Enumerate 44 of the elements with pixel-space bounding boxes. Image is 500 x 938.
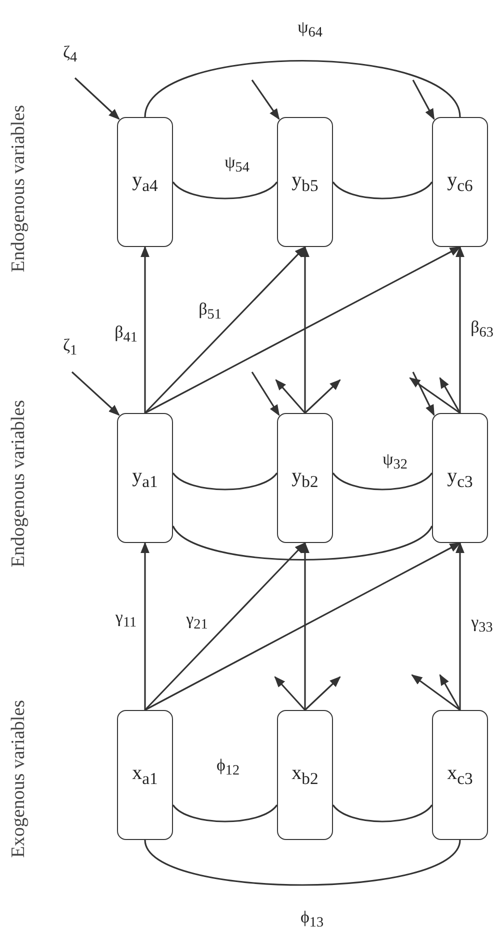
arrow xyxy=(144,246,461,414)
arrow xyxy=(144,246,306,414)
arrow xyxy=(275,379,306,414)
arrow xyxy=(251,80,280,120)
arrow xyxy=(74,77,120,120)
curved-line xyxy=(332,804,433,822)
arrow xyxy=(439,674,461,710)
variable-box: y$_{c6}$ xyxy=(432,117,488,247)
arrow xyxy=(140,246,150,413)
arrow xyxy=(144,542,461,711)
arrow xyxy=(456,246,464,413)
arrow xyxy=(140,542,150,710)
arrow xyxy=(251,372,280,416)
column-heading: Endogenous variables xyxy=(8,105,30,272)
variable-box: y$_{a1}$ xyxy=(117,413,173,543)
variable-box: y$_{c3}$ xyxy=(432,413,488,543)
variable-box: y$_{b2}$ xyxy=(277,413,333,543)
curved-line xyxy=(144,60,461,118)
curved-line xyxy=(332,181,433,200)
arrow xyxy=(409,377,460,414)
curved-line xyxy=(172,804,278,822)
column-heading: Exogenous variables xyxy=(8,700,30,858)
arrow xyxy=(144,542,306,711)
arrow xyxy=(412,372,435,416)
arrow xyxy=(412,80,435,120)
curved-line xyxy=(172,472,278,490)
variable-box: x$_{b2}$ xyxy=(277,710,333,840)
curved-line xyxy=(172,181,278,200)
variable-box: y$_{b5}$ xyxy=(277,117,333,247)
arrow xyxy=(456,542,464,710)
arrow xyxy=(439,377,461,414)
arrow xyxy=(300,246,310,413)
arrow xyxy=(304,379,341,414)
arrow xyxy=(411,674,460,711)
variable-box: y$_{a4}$ xyxy=(117,117,173,247)
arrow xyxy=(304,676,341,711)
curved-line xyxy=(332,472,433,490)
arrow xyxy=(300,542,310,710)
arrow xyxy=(274,676,306,711)
curved-line xyxy=(172,525,433,560)
column-heading: Endogenous variables xyxy=(8,400,30,568)
arrow xyxy=(71,371,120,416)
variable-box: x$_{a1}$ xyxy=(117,710,173,840)
variable-box: x$_{c3}$ xyxy=(432,710,488,840)
